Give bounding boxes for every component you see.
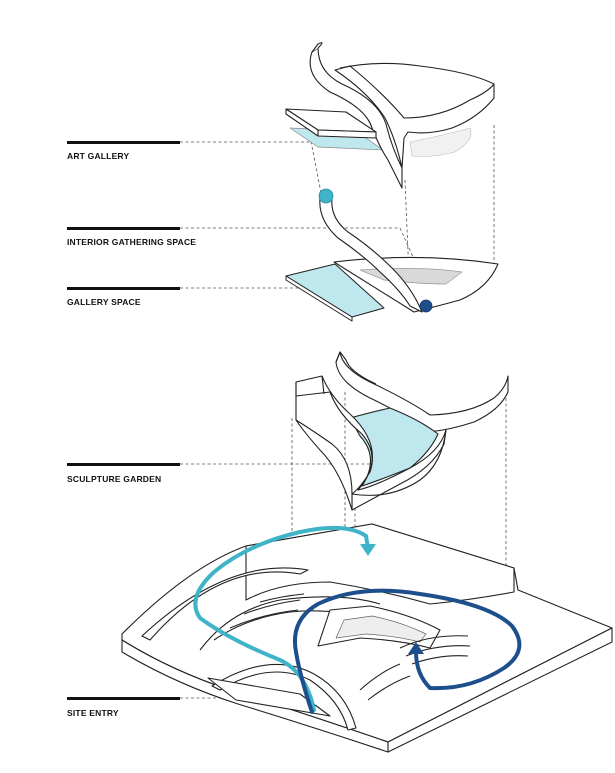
gathering-curved-wall [319,197,423,313]
garden-wall-corner [321,375,325,395]
sunken-court-floor [335,615,427,643]
art-gallery-wall-top [311,42,323,53]
label-bar-sculpture-garden [67,463,180,466]
sculpture-garden-volume [295,351,509,511]
navy-circulation-path [293,588,522,714]
gallery-space-plate [285,263,385,322]
interior-gathering-volume [318,188,499,313]
navy-path-arrowhead [408,642,424,654]
label-interior-gathering-space: INTERIOR GATHERING SPACE [67,237,197,247]
art-gallery-cantilever-side [285,108,319,137]
label-bar-interior-gathering-space [67,227,180,230]
art-gallery-curved-wall [309,47,403,189]
cyan-path-arrowhead [360,544,376,556]
terrace-1 [199,596,381,651]
site-base [121,523,613,753]
lower-terrace-1 [359,663,401,691]
site-entry-ramp [207,677,331,717]
leader-interior-gathering-space-2 [399,227,419,269]
cyan-path-line [193,525,370,712]
terrace-right-1 [399,635,469,649]
gathering-node-bottom [419,299,433,313]
garden-front-wall-edge [351,429,447,496]
navy-path-line [293,588,522,714]
site-ground-right [387,627,613,753]
garden-back-wall-top [335,351,377,385]
lower-terrace-2 [367,675,411,701]
label-art-gallery: ART GALLERY [67,151,130,161]
label-bar-site-entry [67,697,180,700]
cyan-circulation-path [193,525,376,712]
terrace-5 [259,593,305,603]
art-gallery-outer-wall [334,65,495,169]
garden-back-wall [335,351,509,433]
label-bar-gallery-space [67,287,180,290]
site-sweep-wall-2 [211,663,357,731]
art-gallery-ghost-floor [409,127,472,157]
label-bar-art-gallery [67,141,180,144]
art-gallery-cantilever-edge [317,129,377,139]
art-gallery-volume [285,42,495,189]
site-plateau [245,523,515,605]
art-gallery-roof-edge [339,62,495,85]
garden-front-wall-face [295,382,353,511]
gallery-space-floor-edge [285,275,353,322]
gathering-node-top [318,188,334,204]
label-site-entry: SITE ENTRY [67,708,119,718]
terrace-4 [243,599,301,615]
label-sculpture-garden: SCULPTURE GARDEN [67,474,162,484]
label-gallery-space: GALLERY SPACE [67,297,141,307]
terrace-3 [229,609,299,629]
garden-front-wall [295,375,447,511]
